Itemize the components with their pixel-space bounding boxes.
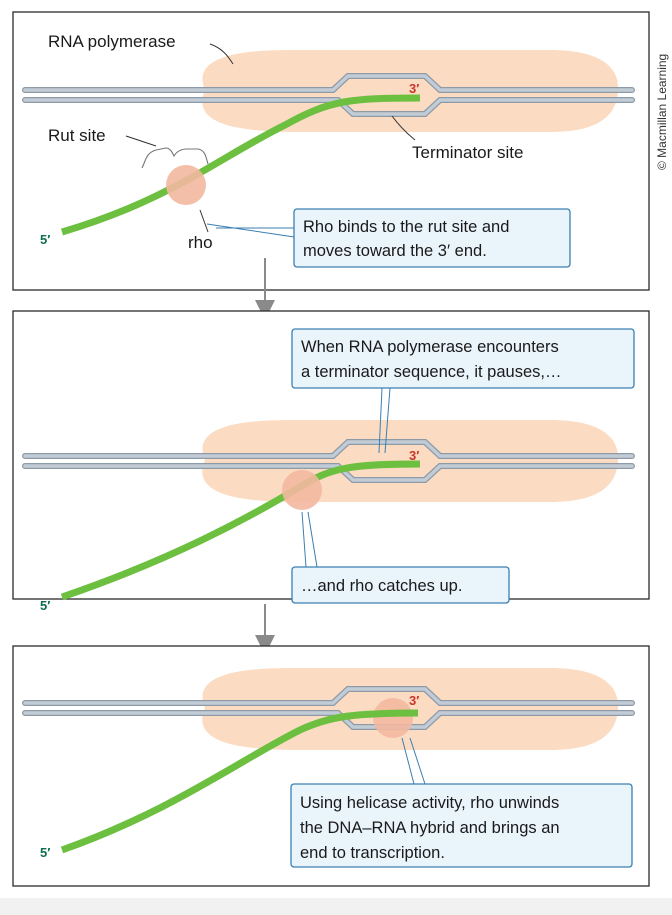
rna-polymerase-leader — [209, 43, 234, 65]
rho-leader — [199, 209, 209, 233]
rut-site-label: Rut site — [48, 126, 106, 145]
callout-3-box — [291, 566, 510, 604]
callout-1-box — [293, 208, 571, 268]
three-prime-label-2: 3′ — [409, 448, 419, 463]
footer-bar — [0, 898, 672, 915]
panel-1: RNA polymerase Rut site Terminator site … — [12, 11, 650, 291]
callout-3-line-1: …and rho catches up. — [301, 577, 462, 595]
rho-protein-2 — [282, 470, 322, 510]
five-prime-label-2: 5′ — [40, 598, 50, 613]
callout-1-line-2: moves toward the 3′ end. — [303, 242, 487, 260]
rho-label: rho — [188, 233, 213, 252]
five-prime-label: 5′ — [40, 232, 50, 247]
rho-protein — [166, 165, 206, 205]
rna-polymerase-label: RNA polymerase — [48, 32, 176, 51]
callout-2-line-2: a terminator sequence, it pauses,… — [301, 363, 561, 381]
panel-2: 3′ 5′ When RNA polymerase encounters a t… — [12, 310, 650, 613]
dna-strands — [22, 73, 635, 117]
three-prime-label-3: 3′ — [409, 693, 419, 708]
rna-transcript-3 — [60, 709, 419, 854]
five-prime-label-3: 5′ — [40, 845, 50, 860]
callout-3-pointer — [301, 511, 318, 568]
copyright-credit: © Macmillan Learning — [655, 54, 669, 170]
three-prime-label: 3′ — [409, 81, 419, 96]
rho-protein-3 — [373, 698, 413, 738]
callout-2-pointer — [378, 387, 391, 454]
callout-1-line-1: Rho binds to the rut site and — [303, 218, 509, 236]
callout-4-line-2: the DNA–RNA hybrid and brings an — [300, 819, 560, 837]
callout-2-box — [291, 328, 635, 389]
panel-3: 3′ 5′ Using helicase activity, rho unwin… — [12, 645, 650, 887]
rna-transcript — [61, 94, 421, 236]
dna-strands-2 — [22, 439, 635, 483]
callout-2-line-1: When RNA polymerase encounters — [301, 338, 559, 356]
callout-1-pointer — [206, 223, 295, 238]
rut-site-leader — [125, 135, 157, 147]
callout-4-pointer — [401, 737, 426, 785]
callout-4-box — [290, 783, 633, 868]
terminator-site-label: Terminator site — [412, 143, 523, 162]
rut-site-bracket — [141, 147, 209, 169]
terminator-site-leader — [391, 115, 416, 141]
callout-4-line-1: Using helicase activity, rho unwinds — [300, 794, 559, 812]
callout-4-line-3: end to transcription. — [300, 844, 445, 862]
